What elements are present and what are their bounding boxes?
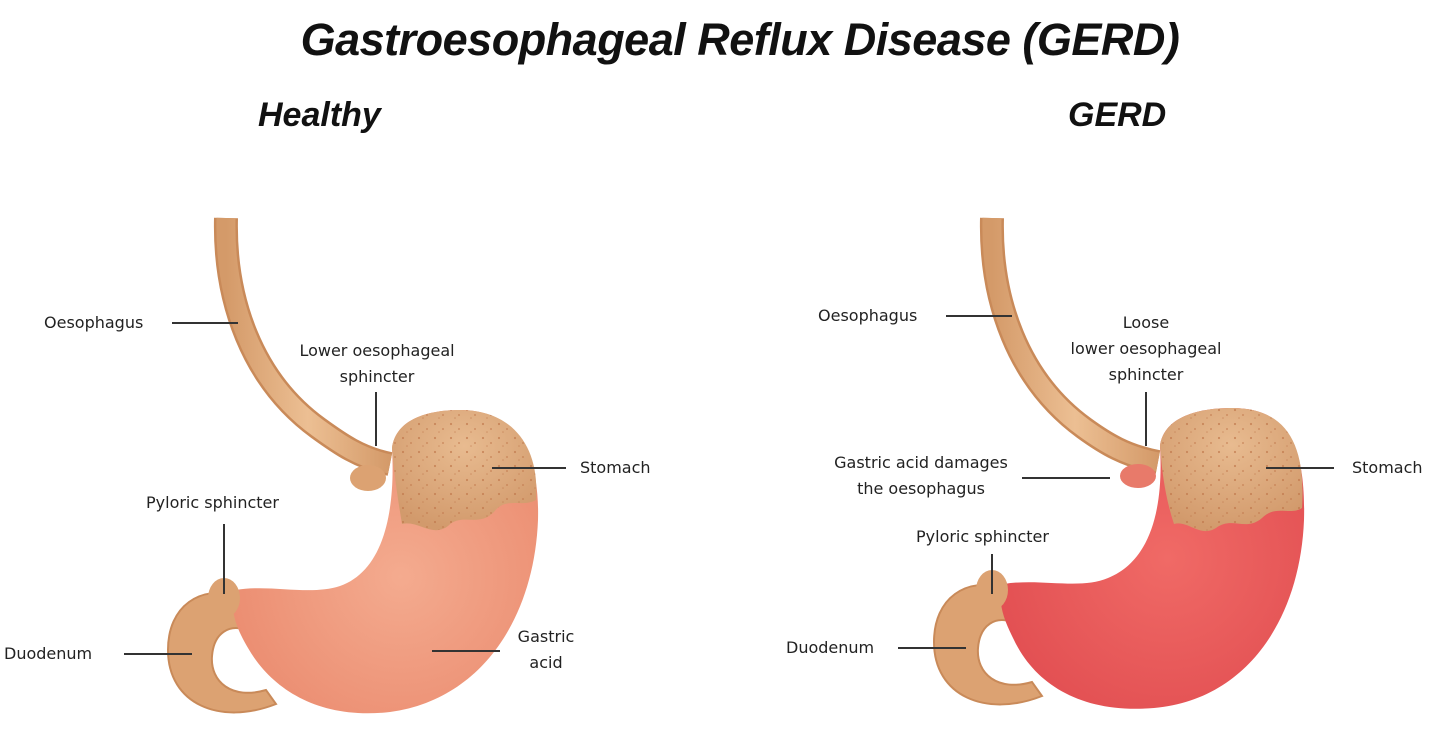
healthy-oesophagus-label: Oesophagus: [44, 310, 143, 336]
healthy-acid-label: Gastric acid: [508, 624, 584, 676]
gerd-damage-label-line2: the oesophagus: [822, 476, 1020, 502]
healthy-pyloric-label: Pyloric sphincter: [146, 490, 279, 516]
healthy-duodenum-label: Duodenum: [4, 641, 92, 667]
healthy-anatomy: [168, 218, 538, 713]
gerd-damage-label: Gastric acid damages the oesophagus: [822, 450, 1020, 502]
healthy-les-label-line2: sphincter: [286, 364, 468, 390]
gerd-pyloric-label: Pyloric sphincter: [916, 524, 1049, 550]
gerd-les-label-line1: Loose: [1056, 310, 1236, 336]
gerd-duodenum-label: Duodenum: [786, 635, 874, 661]
healthy-les-knob: [350, 465, 386, 491]
gerd-les-open: [1120, 464, 1156, 488]
gerd-stomach-label: Stomach: [1352, 455, 1423, 481]
gerd-les-label-line2: lower oesophageal: [1056, 336, 1236, 362]
healthy-stomach-label: Stomach: [580, 455, 651, 481]
gerd-damage-label-line1: Gastric acid damages: [822, 450, 1020, 476]
healthy-acid-label-line1: Gastric: [508, 624, 584, 650]
gerd-les-label-line3: sphincter: [1056, 362, 1236, 388]
gerd-oesophagus-label: Oesophagus: [818, 303, 917, 329]
healthy-les-label: Lower oesophageal sphincter: [286, 338, 468, 390]
healthy-acid-label-line2: acid: [508, 650, 584, 676]
gerd-les-label: Loose lower oesophageal sphincter: [1056, 310, 1236, 388]
healthy-les-label-line1: Lower oesophageal: [286, 338, 468, 364]
